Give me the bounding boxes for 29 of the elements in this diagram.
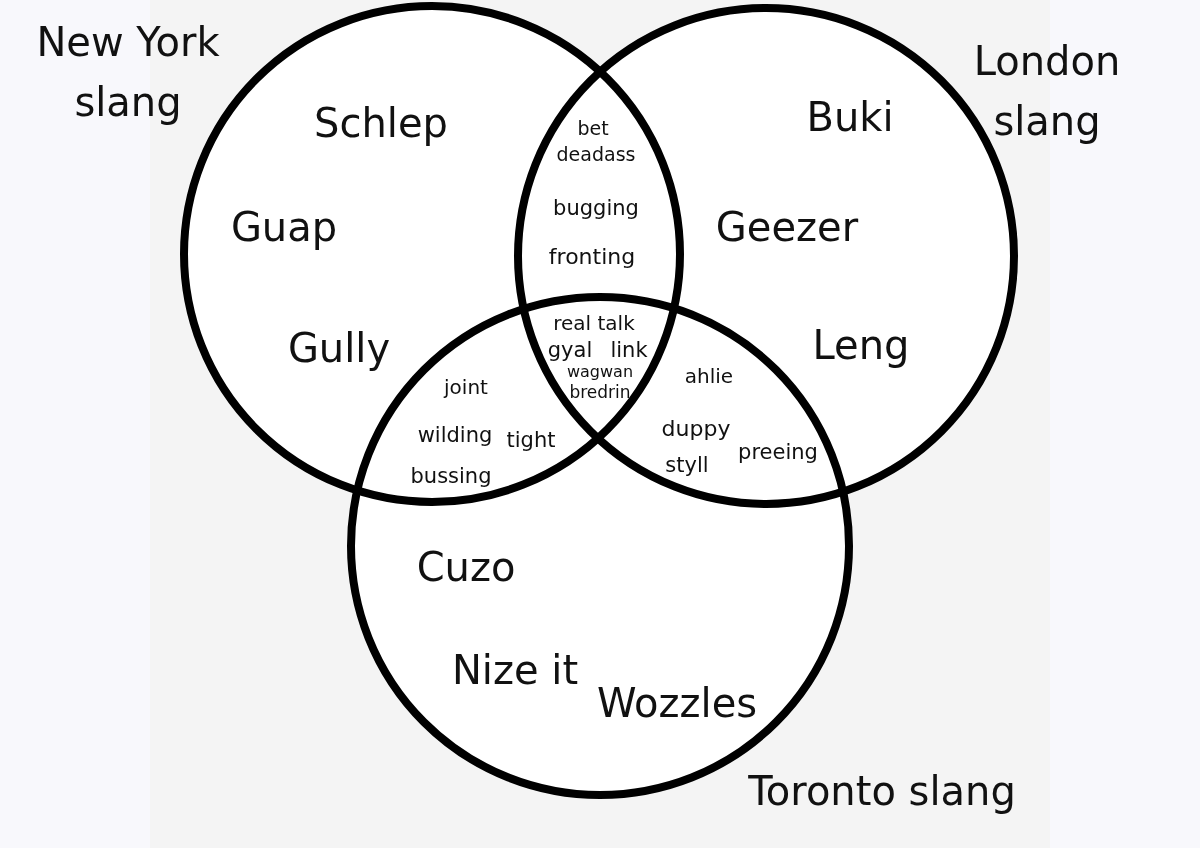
slang-term: Schlep [314, 100, 448, 146]
slang-term: real talk [553, 311, 635, 335]
slang-term: gyal [547, 337, 593, 363]
slang-term: link [610, 337, 648, 363]
slang-term: ahlie [684, 364, 734, 388]
slang-term: deadass [556, 144, 636, 166]
circle-title: Toronto slang [748, 768, 1016, 814]
slang-term: bugging [553, 195, 639, 221]
circle-title: New York slang [35, 18, 221, 127]
slang-term: Geezer [715, 204, 859, 250]
slang-term: bussing [410, 463, 492, 489]
slang-term: Cuzo [416, 544, 516, 590]
slang-term: fronting [548, 244, 636, 270]
slang-term: Buki [806, 94, 894, 140]
slang-term: styll [665, 452, 709, 478]
slang-term: preeing [738, 439, 818, 465]
slang-term: bet [577, 118, 609, 140]
circle-title: London slang [972, 37, 1122, 146]
slang-term: Nize it [451, 647, 579, 693]
slang-term: wagwan [566, 362, 634, 382]
slang-term: joint [444, 375, 488, 399]
slang-term: tight [506, 427, 556, 453]
slang-term: wilding [417, 422, 493, 448]
slang-term: Guap [230, 204, 338, 250]
slang-term: bredrin [569, 383, 631, 403]
slang-term: Wozzles [596, 680, 758, 726]
slang-term: duppy [661, 416, 731, 442]
slang-term: Leng [812, 322, 910, 368]
slang-term: Gully [287, 325, 391, 371]
